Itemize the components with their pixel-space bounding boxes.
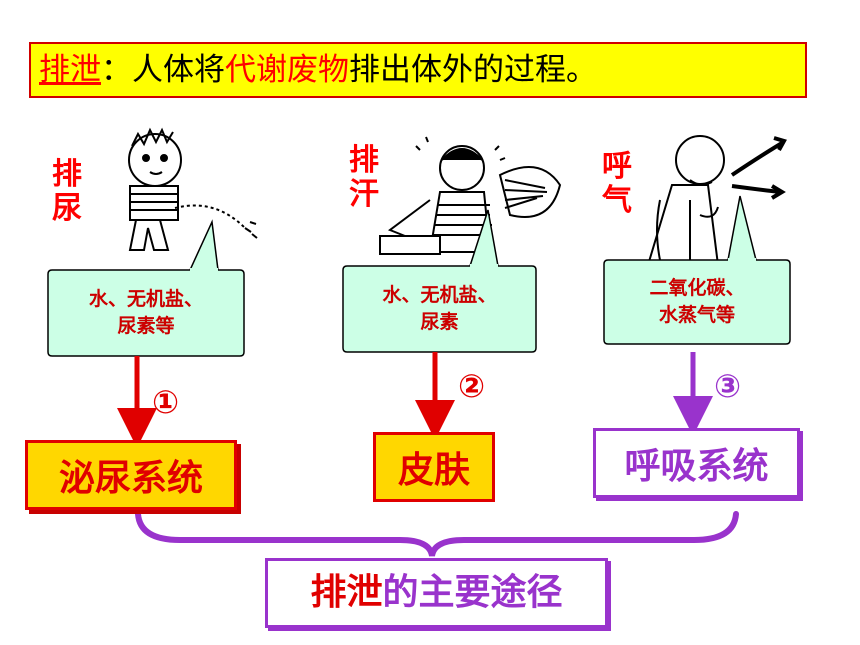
title-part1: 人体将 bbox=[132, 52, 225, 88]
bubble-3-line-1: 二氧化碳、 bbox=[649, 277, 745, 299]
box-respiratory-system: 呼吸系统 bbox=[593, 428, 800, 498]
step-number-3: ③ bbox=[714, 367, 742, 405]
summary-term: 排泄 bbox=[310, 572, 383, 613]
label-urination: 排尿 bbox=[52, 157, 82, 226]
step-number-1: ① bbox=[152, 383, 180, 421]
box-skin: 皮肤 bbox=[373, 432, 495, 502]
man-exhaling-illustration bbox=[646, 135, 787, 266]
bubble-1-line-1: 水、无机盐、 bbox=[88, 288, 203, 310]
definition-banner: 排泄：人体将代谢废物排出体外的过程。 bbox=[29, 42, 807, 98]
speech-bubble-1 bbox=[47, 219, 245, 357]
label-exhalation: 呼气 bbox=[602, 149, 632, 218]
title-part2: 排出体外的过程。 bbox=[349, 52, 597, 88]
bubble-2-line-1: 水、无机盐、 bbox=[382, 284, 497, 306]
bubble-3-content: 二氧化碳、 水蒸气等 bbox=[604, 260, 790, 344]
box-urinary-system: 泌尿系统 bbox=[25, 440, 237, 510]
bubble-1-content: 水、无机盐、 尿素等 bbox=[48, 270, 244, 356]
speech-bubble-2 bbox=[342, 209, 537, 353]
speech-bubble-3 bbox=[603, 195, 791, 345]
bubble-2-content: 水、无机盐、 尿素 bbox=[343, 266, 536, 352]
man-sweating-illustration bbox=[379, 136, 562, 255]
title-highlight: 代谢废物 bbox=[225, 52, 349, 88]
summary-rest: 的主要途径 bbox=[382, 572, 563, 613]
bubble-1-line-2: 尿素等 bbox=[117, 315, 175, 337]
boy-urinating-illustration bbox=[128, 127, 258, 251]
bubble-3-line-2: 水蒸气等 bbox=[658, 304, 735, 326]
bubble-2-line-2: 尿素 bbox=[420, 311, 459, 333]
grouping-brace bbox=[135, 511, 739, 557]
summary-main-routes: 排泄的主要途径 bbox=[265, 558, 608, 628]
title-colon: ： bbox=[101, 52, 132, 88]
term-excretion: 排泄 bbox=[39, 52, 101, 88]
label-sweating: 排汗 bbox=[349, 143, 379, 212]
step-number-2: ② bbox=[458, 367, 486, 405]
